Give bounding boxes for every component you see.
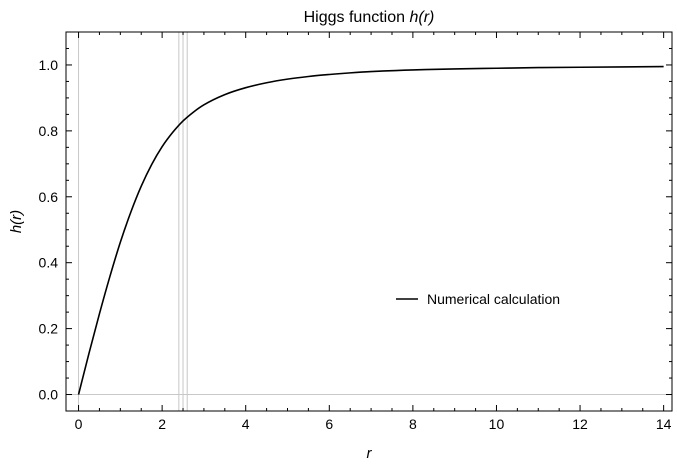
y-tick-label: 0.2 xyxy=(39,321,59,337)
x-tick-label: 14 xyxy=(656,416,672,432)
series-line-numerical-calculation xyxy=(77,65,664,395)
y-tick-label: 0.0 xyxy=(39,387,59,403)
x-tick-label: 2 xyxy=(158,416,166,432)
plot-frame xyxy=(65,31,673,412)
x-tick-label: 0 xyxy=(75,416,83,432)
chart-title: Higgs function h(r) xyxy=(304,9,435,26)
y-tick-label: 0.8 xyxy=(39,123,59,139)
x-ticks: 0 2 4 6 8 10 12 14 xyxy=(75,32,672,432)
y-tick-label: 0.4 xyxy=(39,255,59,271)
chart-title-math: h(r) xyxy=(409,9,434,26)
x-axis-label: r xyxy=(367,445,373,462)
legend: Numerical calculation xyxy=(396,291,560,307)
x-tick-label: 8 xyxy=(409,416,417,432)
y-tick-label: 0.6 xyxy=(39,189,59,205)
chart-title-prefix: Higgs function xyxy=(304,9,410,26)
x-tick-label: 6 xyxy=(325,416,333,432)
y-axis-label: h(r) xyxy=(8,210,25,233)
legend-label: Numerical calculation xyxy=(427,291,560,307)
x-tick-label: 4 xyxy=(242,416,250,432)
x-tick-label: 10 xyxy=(489,416,505,432)
reference-lines xyxy=(66,32,672,411)
x-tick-label: 12 xyxy=(572,416,588,432)
y-tick-label: 1.0 xyxy=(39,57,59,73)
y-ticks: 0.0 0.2 0.4 0.6 0.8 1.0 xyxy=(39,47,672,403)
